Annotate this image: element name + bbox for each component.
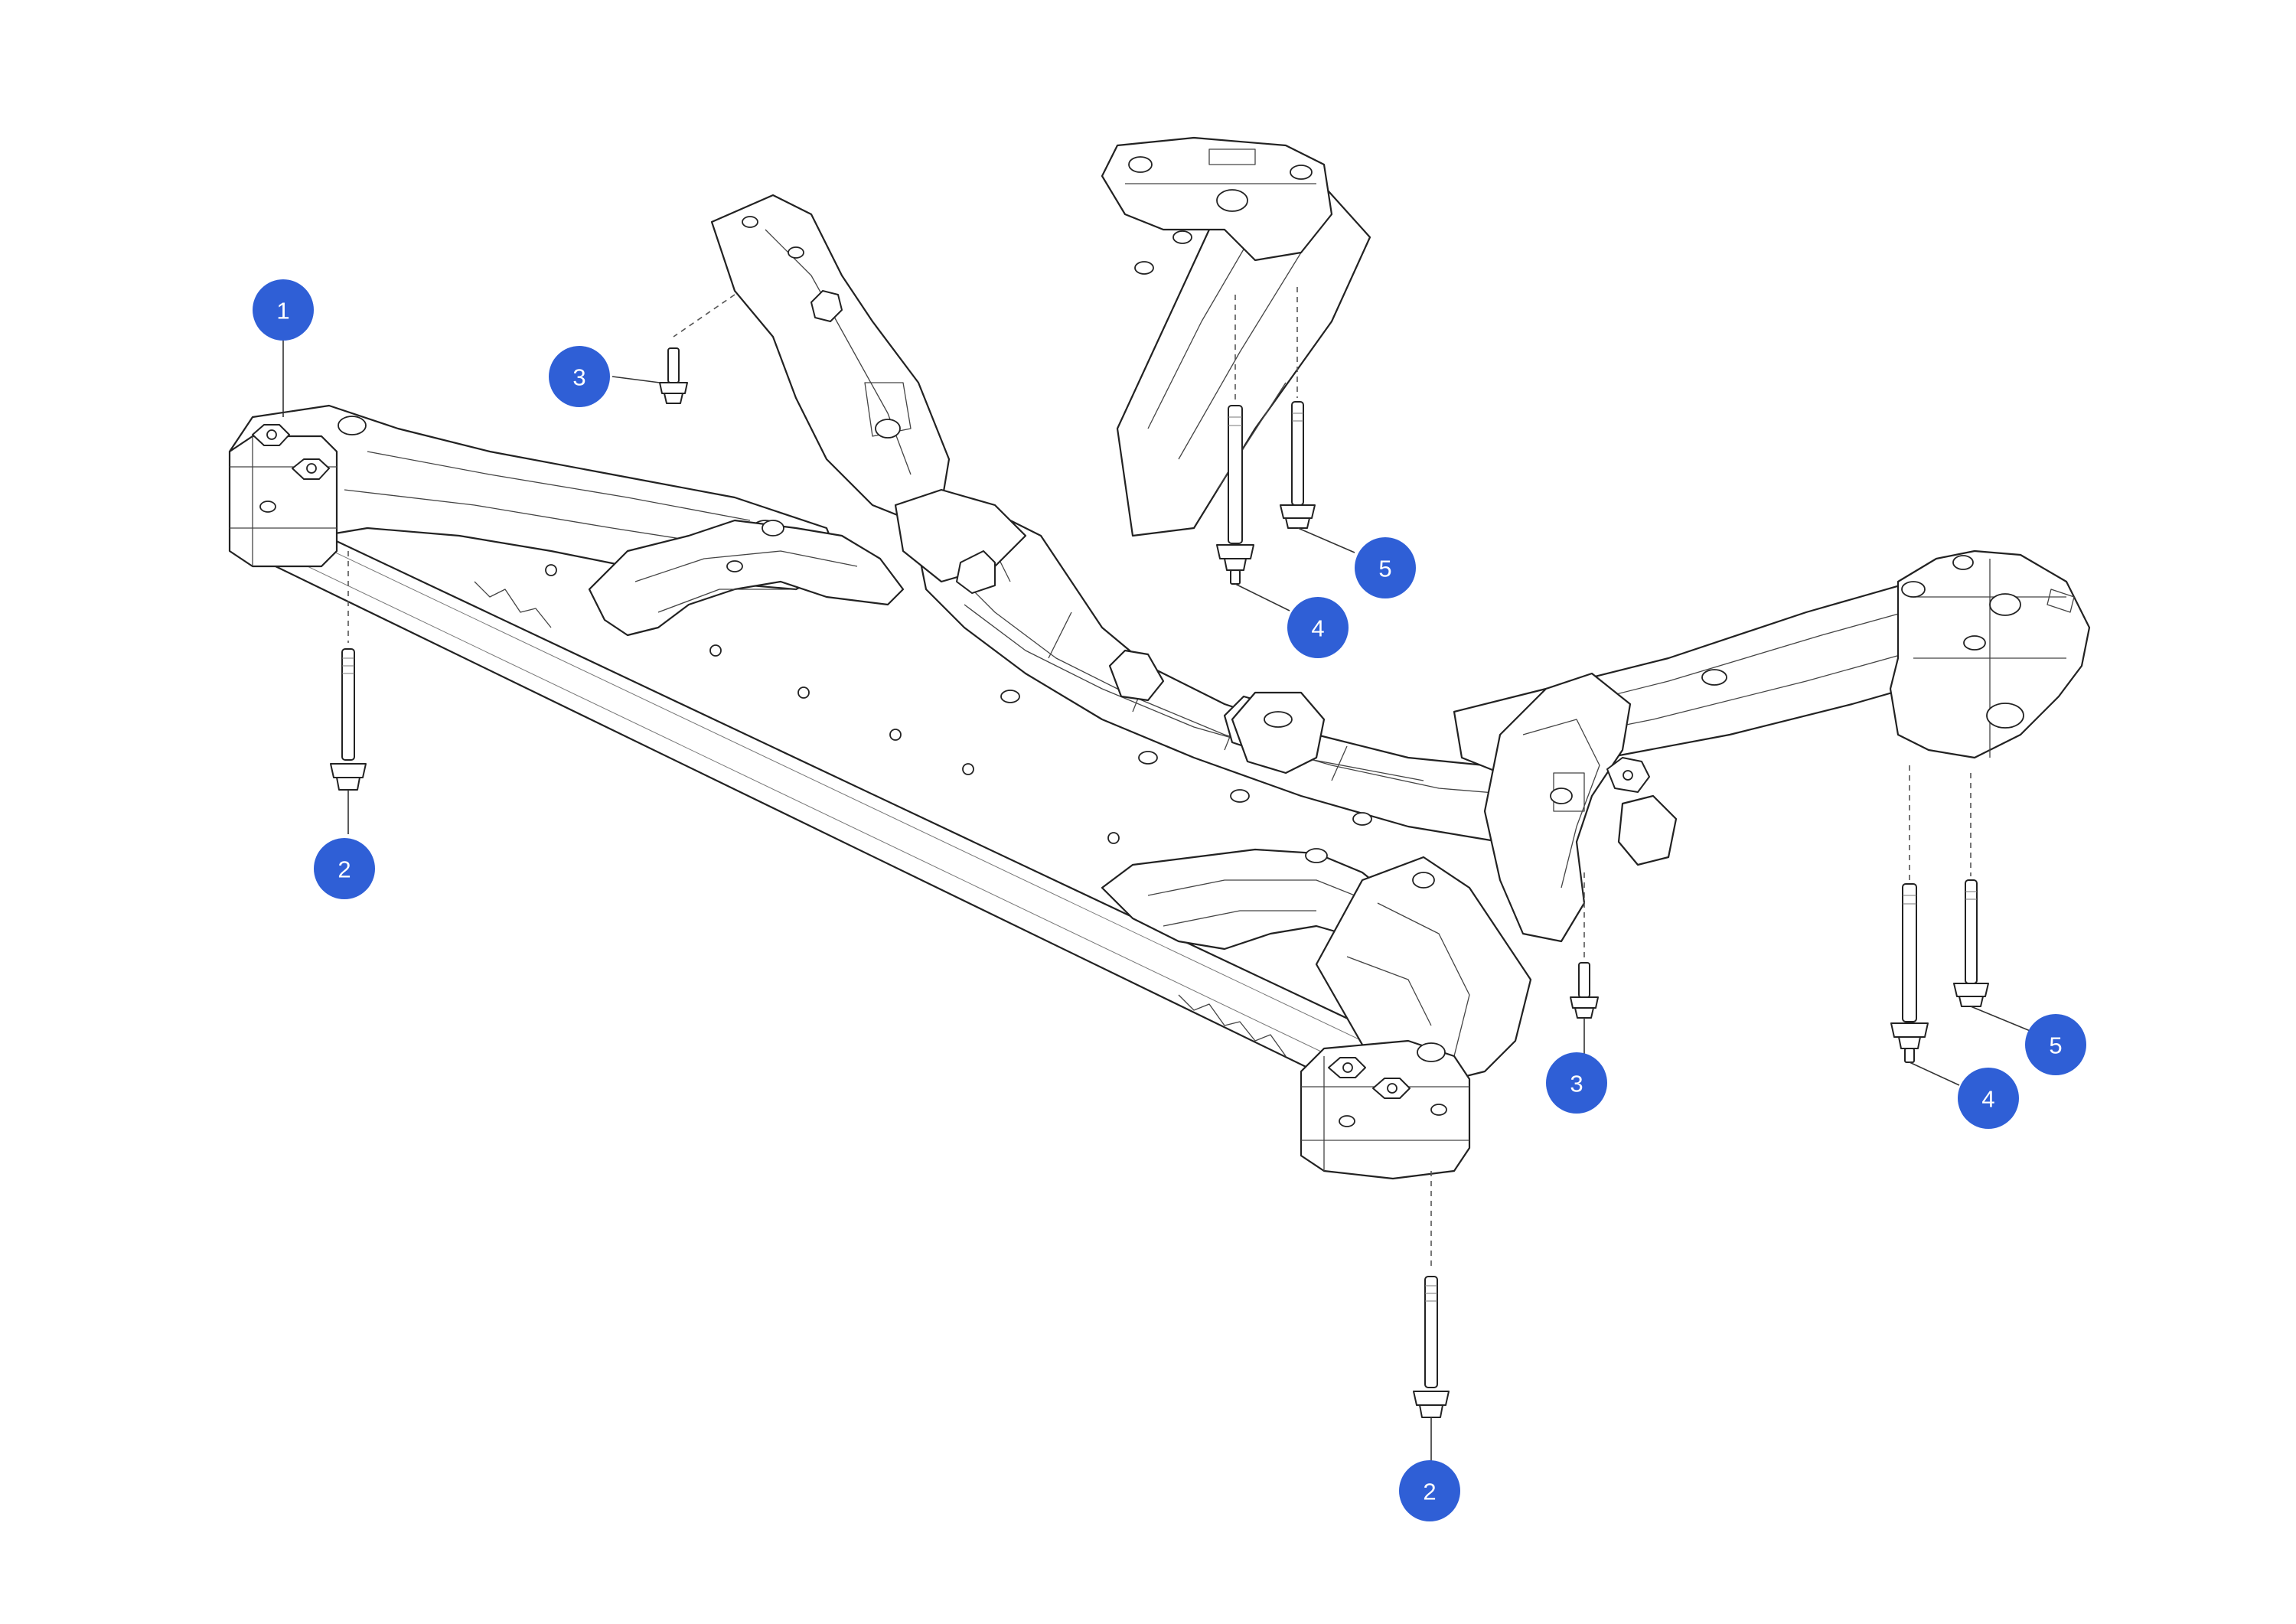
subframe	[228, 136, 2091, 1180]
callouts: 1 2 2 3 3 4 4 5	[253, 279, 2086, 1521]
svg-text:3: 3	[572, 364, 585, 391]
callout-circle	[314, 838, 375, 899]
callout-2-left: 2	[314, 838, 375, 899]
callout-circle	[253, 279, 314, 341]
callout-3-lower: 3	[1546, 1052, 1607, 1114]
svg-text:2: 2	[1423, 1479, 1436, 1505]
callout-circle	[1355, 537, 1416, 598]
callout-circle	[549, 346, 610, 407]
svg-text:2: 2	[338, 856, 351, 883]
bolt-4-lower	[1890, 883, 1929, 1063]
svg-text:4: 4	[1311, 615, 1324, 642]
callout-4-upper: 4	[1287, 597, 1349, 658]
bolt-4-upper	[1216, 405, 1254, 585]
svg-text:5: 5	[2049, 1032, 2062, 1059]
bolts	[330, 347, 1989, 1418]
svg-text:4: 4	[1981, 1086, 1994, 1113]
bolt-2-right	[1413, 1276, 1450, 1418]
assembly-lines	[347, 287, 1971, 1270]
callout-2-right: 2	[1399, 1460, 1460, 1521]
callout-5-upper: 5	[1355, 537, 1416, 598]
bolt-5-upper	[1280, 401, 1316, 529]
callout-circle	[1399, 1460, 1460, 1521]
svg-text:5: 5	[1378, 556, 1391, 582]
callout-circle	[1287, 597, 1349, 658]
callout-circle	[2025, 1014, 2086, 1075]
callout-5-lower: 5	[2025, 1014, 2086, 1075]
bolt-2-left	[330, 648, 367, 791]
svg-text:3: 3	[1570, 1071, 1583, 1097]
callout-circle	[1958, 1068, 2019, 1129]
callout-3-upper: 3	[549, 346, 610, 407]
bolt-5-lower	[1953, 879, 1989, 1007]
bolt-3-lower	[1570, 962, 1599, 1019]
callout-circle	[1546, 1052, 1607, 1114]
callout-4-lower: 4	[1958, 1068, 2019, 1129]
svg-text:1: 1	[276, 298, 289, 324]
bolt-3-upper	[659, 347, 688, 404]
callout-1: 1	[253, 279, 314, 341]
leader-lines	[282, 337, 2033, 1462]
